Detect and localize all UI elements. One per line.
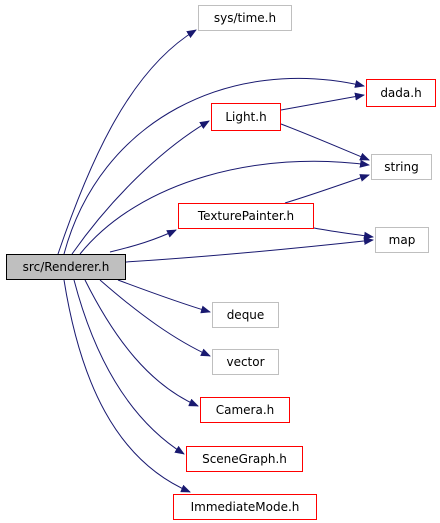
edge-root-to-vector: [99, 279, 211, 357]
edge-light-to-dada: [280, 92, 365, 111]
node-dada[interactable]: dada.h: [366, 79, 436, 107]
edge-texturepainter-to-string: [284, 174, 370, 204]
node-deque: deque: [212, 302, 279, 328]
node-scene-graph[interactable]: SceneGraph.h: [186, 446, 303, 472]
edge-root-to-scenegraph: [73, 279, 185, 455]
node-vector: vector: [212, 349, 279, 375]
edge-root-to-immediatemode: [63, 279, 191, 493]
node-string: string: [371, 154, 432, 180]
edge-root-to-systime: [57, 29, 197, 255]
edge-root-to-texturepainter: [109, 229, 177, 253]
edge-root-to-camera: [84, 279, 199, 407]
edge-root-to-string: [79, 159, 370, 255]
edge-light-to-string: [280, 123, 370, 161]
node-texture-painter[interactable]: TexturePainter.h: [178, 203, 314, 229]
node-light[interactable]: Light.h: [211, 103, 281, 131]
node-immediate-mode[interactable]: ImmediateMode.h: [173, 494, 317, 520]
edge-texturepainter-to-map: [313, 227, 374, 240]
root-node-renderer: src/Renderer.h: [6, 254, 126, 280]
node-camera[interactable]: Camera.h: [200, 397, 290, 423]
edge-root-to-deque: [117, 279, 211, 314]
node-sys-time: sys/time.h: [198, 5, 292, 31]
edge-root-to-map: [125, 237, 374, 263]
edge-root-to-light: [71, 120, 210, 255]
edge-root-to-dada: [63, 78, 365, 255]
node-map: map: [375, 227, 429, 253]
